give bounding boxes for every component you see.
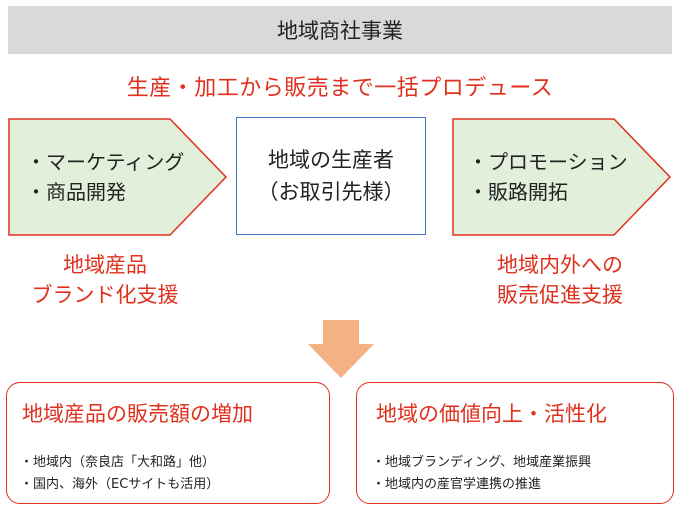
down-arrow-icon — [308, 320, 374, 378]
left-support-line-2: ブランド化支援 — [31, 283, 179, 307]
right-arrow-shape — [452, 118, 672, 236]
right-arrow-line-1: ・プロモーション — [468, 150, 628, 174]
left-arrow-text: ・マーケティング ・商品開発 — [26, 147, 184, 207]
center-box-line-1: 地域の生産者 — [268, 148, 394, 172]
result-value-item-2: ・地域内の産官学連携の推進 — [372, 477, 542, 492]
left-arrow-line-1: ・マーケティング — [26, 150, 185, 174]
right-support-line-2: 販売促進支援 — [497, 283, 623, 307]
result-sales-item-1: ・地域内（奈良店「大和路」他） — [20, 455, 216, 470]
result-sales-item-2: ・国内、海外（ECサイトも活用） — [20, 477, 220, 492]
title-bar: 地域商社事業 — [8, 6, 672, 54]
right-support-line-1: 地域内外への — [497, 253, 623, 277]
result-value-items: ・地域ブランディング、地域産業振興 ・地域内の産官学連携の推進 — [372, 452, 591, 496]
result-box-sales — [6, 382, 330, 504]
right-arrow-text: ・プロモーション ・販路開拓 — [468, 147, 628, 207]
result-sales-title: 地域産品の販売額の増加 — [22, 402, 253, 426]
subtitle: 生産・加工から販売まで一括プロデュース — [126, 76, 554, 101]
result-box-value — [356, 382, 674, 504]
result-value-item-1: ・地域ブランディング、地域産業振興 — [372, 455, 592, 470]
center-box-line-2: （お取引先様） — [257, 180, 405, 204]
center-box: 地域の生産者 （お取引先様） — [236, 117, 426, 235]
right-arrow-line-2: ・販路開拓 — [468, 180, 568, 204]
right-support-label: 地域内外への 販売促進支援 — [460, 250, 660, 310]
result-sales-items: ・地域内（奈良店「大和路」他） ・国内、海外（ECサイトも活用） — [20, 452, 219, 496]
left-arrow-shape — [8, 118, 228, 236]
left-arrow-line-2: ・商品開発 — [26, 180, 126, 204]
page-title: 地域商社事業 — [277, 19, 403, 43]
result-value-title: 地域の価値向上・活性化 — [376, 402, 607, 426]
left-support-label: 地域産品 ブランド化支援 — [20, 250, 190, 310]
left-support-line-1: 地域産品 — [63, 253, 147, 277]
